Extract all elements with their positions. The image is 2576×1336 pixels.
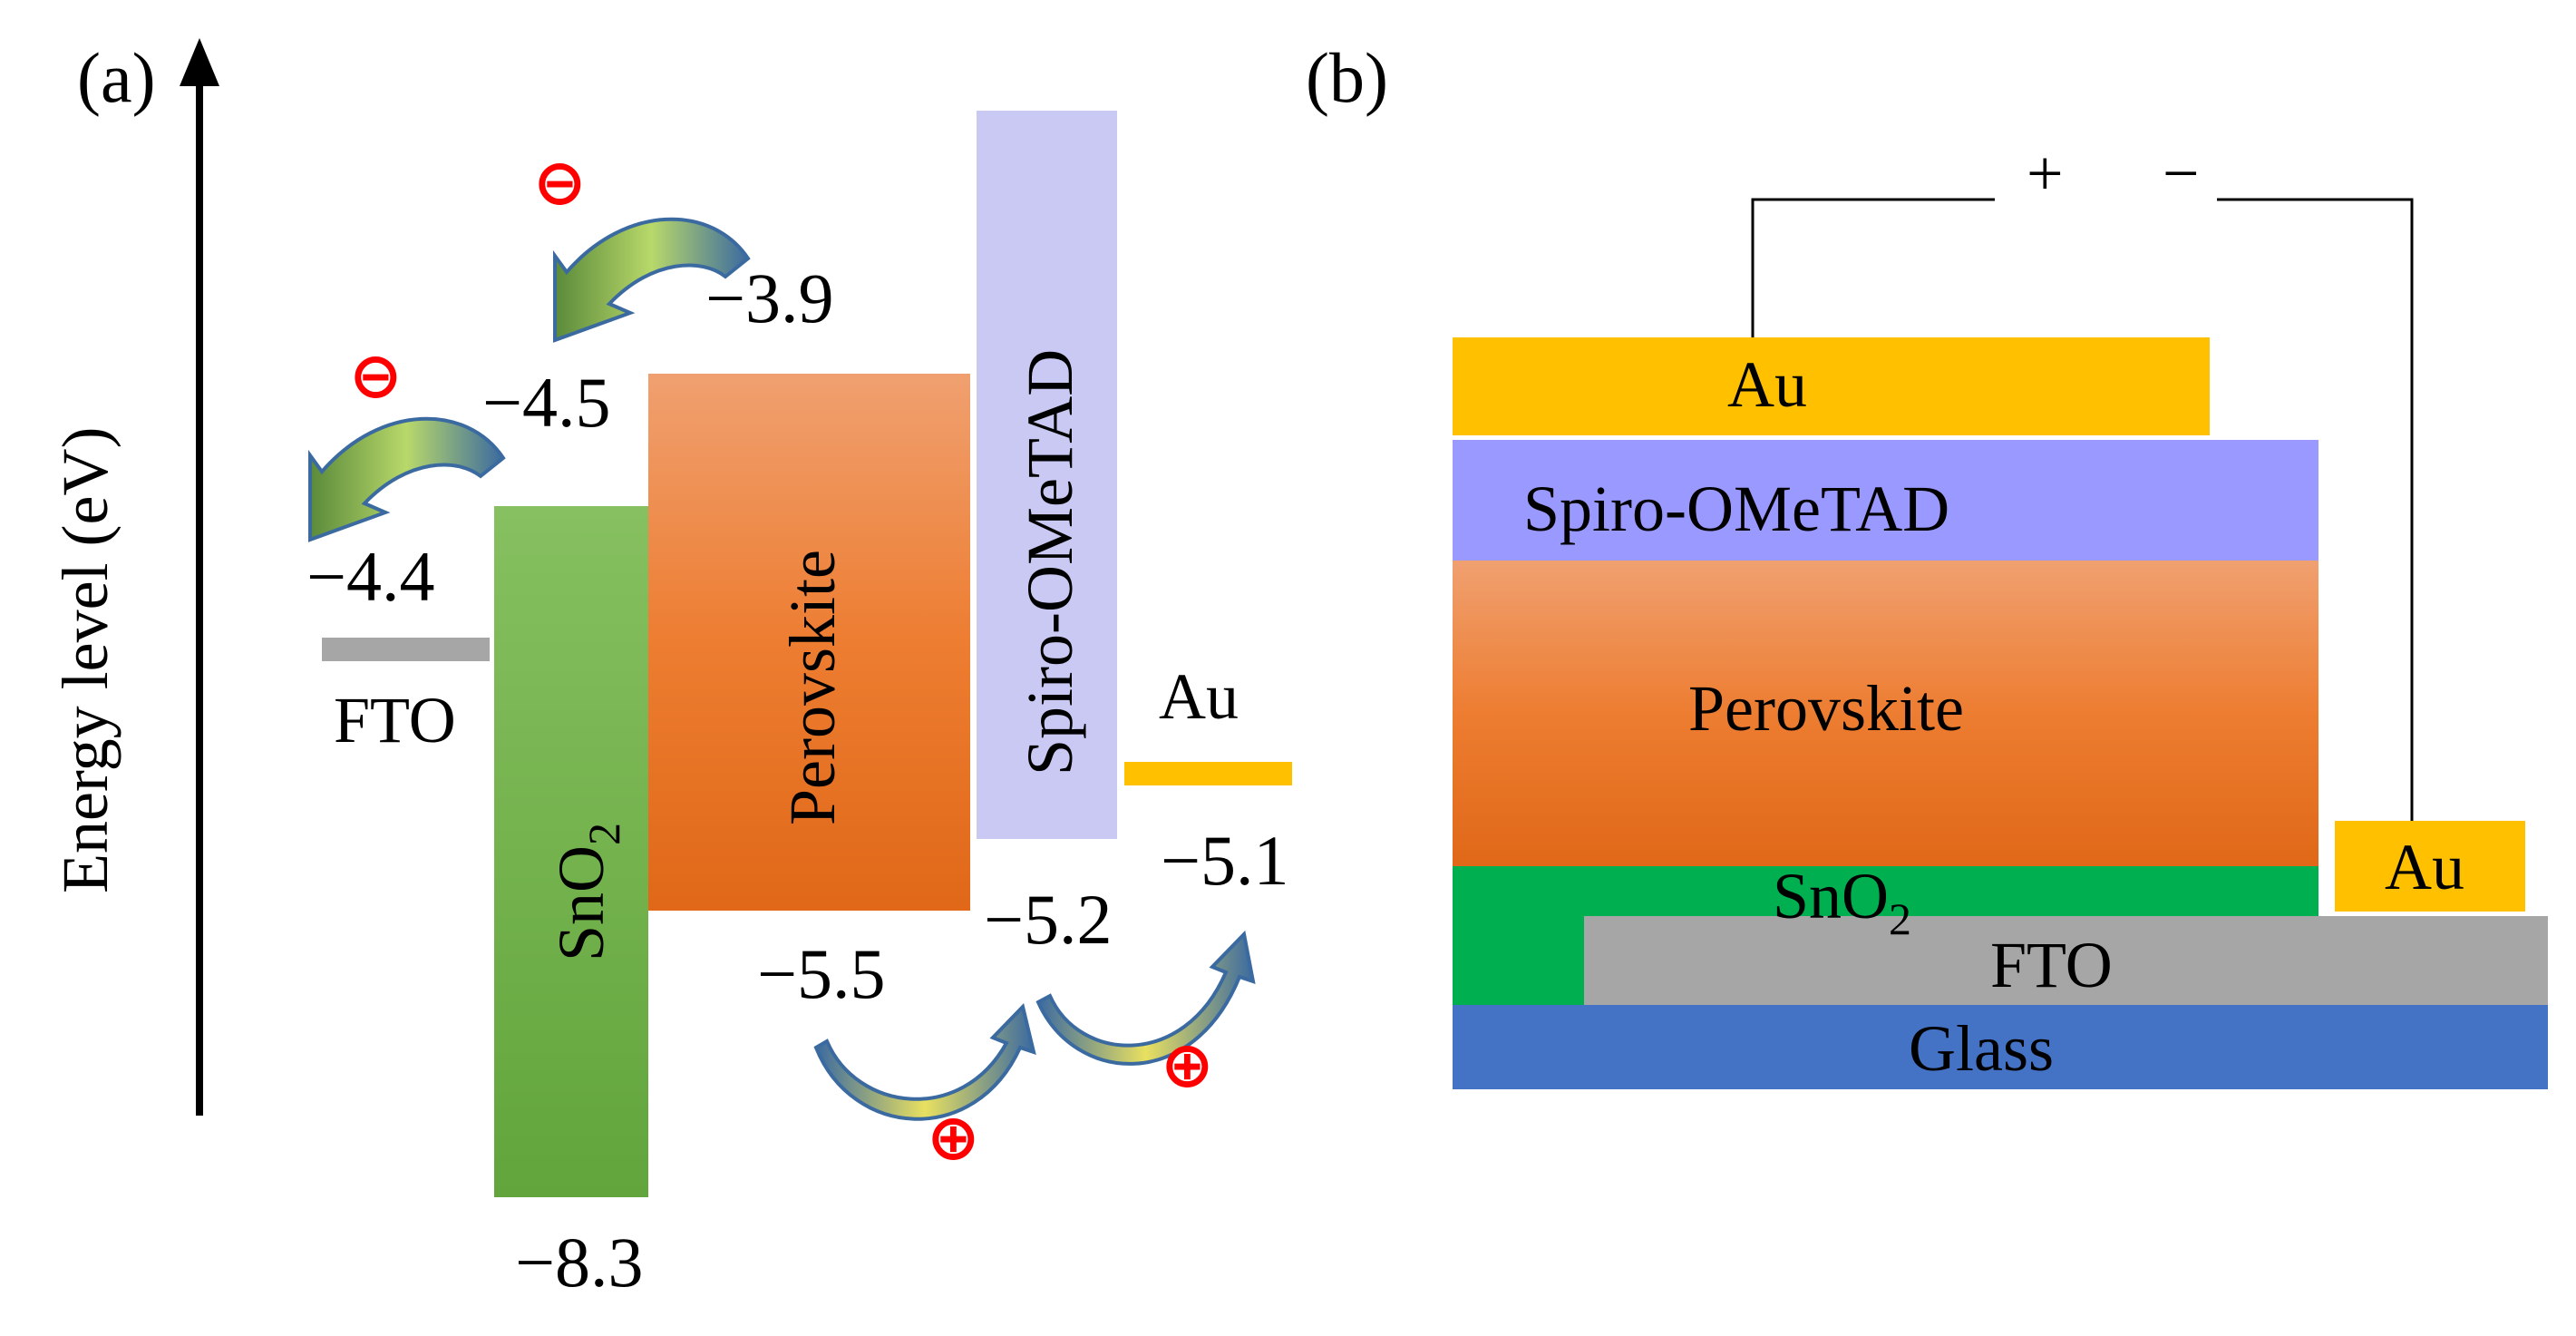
sno2-layer-label: SnO2 (1773, 860, 1911, 944)
perovskite-layer-label: Perovskite (1688, 672, 1964, 745)
perovskite-label: Perovskite (776, 550, 849, 825)
fto-layer-label: FTO (1990, 929, 2113, 1001)
electron-charge-2: ⊖ (349, 338, 403, 413)
glass-layer (1453, 1005, 2548, 1089)
spiro-layer (1453, 440, 2318, 561)
fto-level-bar (322, 638, 490, 661)
panel-a-label: (a) (77, 38, 156, 117)
au-level-value: −5.1 (1161, 821, 1289, 900)
electron-charge-1: ⊖ (533, 145, 587, 219)
hole-transfer-arrow-1 (813, 1002, 1036, 1121)
au-top-electrode (1453, 337, 2210, 435)
fto-label: FTO (334, 684, 456, 756)
sno2-layer (1453, 866, 2318, 916)
au-label: Au (1159, 660, 1239, 733)
wire-negative (2217, 198, 2414, 821)
terminal-plus: + (2027, 137, 2064, 210)
perovskite-layer (1453, 561, 2318, 866)
sno2-label: SnO2 (545, 823, 629, 961)
au-side-electrode (2335, 821, 2525, 912)
fto-layer (1453, 916, 2548, 1005)
spiro-label: Spiro-OMeTAD (1014, 349, 1086, 775)
electron-transfer-arrow-2 (308, 416, 506, 542)
panel-b-label: (b) (1306, 38, 1388, 117)
sno2-cb-value: −4.5 (482, 363, 611, 442)
wire-positive (1751, 198, 1995, 337)
au-level-bar (1124, 762, 1292, 785)
hole-charge-2: ⊕ (1161, 1028, 1214, 1102)
fto-etched-region (1453, 916, 1584, 1005)
spiro-vb-value: −5.2 (984, 880, 1113, 959)
hole-charge-1: ⊕ (927, 1100, 980, 1175)
au-top-label: Au (1727, 348, 1807, 421)
axis-label: Energy level (eV) (49, 427, 122, 893)
terminal-minus: − (2163, 137, 2200, 210)
energy-axis-arrow-icon (180, 38, 219, 86)
panel-b: (b) + − Glass FTO SnO2 Perovskite Spiro-… (1306, 38, 2548, 1089)
hole-transfer-arrow-2 (1035, 930, 1256, 1066)
electron-transfer-arrow-1 (553, 217, 751, 343)
spiro-band (977, 111, 1117, 839)
perovskite-vb-value: −5.5 (757, 934, 886, 1013)
glass-label: Glass (1909, 1012, 2054, 1085)
fto-level-value: −4.4 (306, 537, 435, 616)
panel-a: (a) Energy level (eV) FTO −4.4 SnO2 −4.5… (49, 38, 1292, 1302)
spiro-layer-label: Spiro-OMeTAD (1523, 473, 1949, 545)
au-side-label: Au (2385, 831, 2464, 903)
sno2-band (494, 506, 648, 1197)
sno2-vb-value: −8.3 (515, 1223, 644, 1302)
perovskite-band (648, 374, 970, 911)
